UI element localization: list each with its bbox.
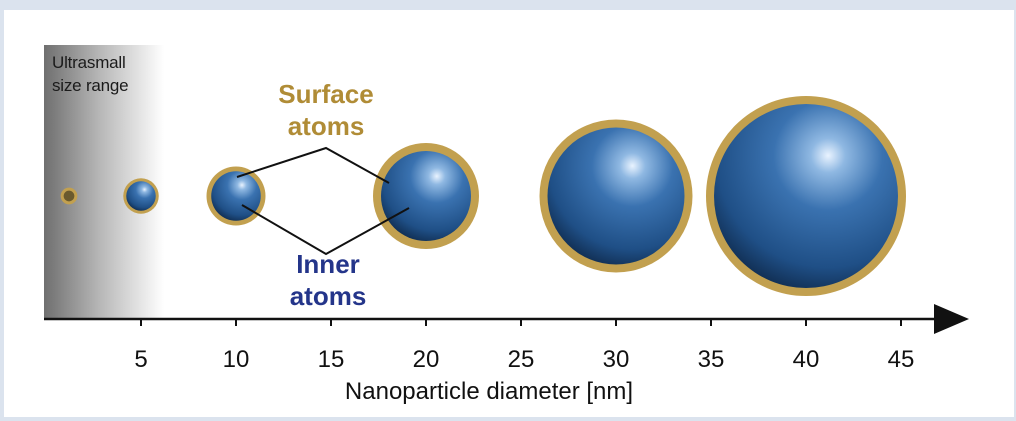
inner-atom-core xyxy=(126,181,156,211)
inner-atom-core xyxy=(211,171,261,221)
x-tick-label: 10 xyxy=(222,346,250,373)
inner-atoms-label-line2: atoms xyxy=(289,281,367,311)
inner-atom-core xyxy=(547,127,685,265)
inner-atom-core xyxy=(714,104,898,288)
x-tick-label: 15 xyxy=(317,346,345,373)
inner-callout-line xyxy=(241,204,410,256)
inner-atoms-label-line1: Inner xyxy=(296,249,360,279)
particle-30nm xyxy=(539,119,693,273)
particle-10nm xyxy=(206,166,266,226)
particle-1nm xyxy=(60,187,78,205)
x-tick-label: 25 xyxy=(507,346,535,373)
surface-atoms-label-line2: atoms xyxy=(287,111,365,141)
inner-atom-core xyxy=(381,151,471,241)
x-axis-tick-marks xyxy=(140,319,902,326)
ultrasmall-label-line2: size range xyxy=(52,76,129,95)
particle-20nm xyxy=(373,143,479,249)
inner-atom-core xyxy=(63,190,75,202)
nanoparticle-size-diagram xyxy=(44,45,969,334)
x-tick-label: 5 xyxy=(134,346,148,373)
ultrasmall-label-line1: Ultrasmall xyxy=(52,53,126,72)
particles xyxy=(60,96,906,296)
x-tick-label: 30 xyxy=(602,346,630,373)
x-tick-label: 20 xyxy=(412,346,440,373)
surface-callout-line xyxy=(236,146,390,184)
x-tick-label: 45 xyxy=(887,346,915,373)
particle-5nm xyxy=(123,178,159,214)
particle-40nm xyxy=(706,96,906,296)
x-tick-label: 40 xyxy=(792,346,820,373)
x-tick-label: 35 xyxy=(697,346,725,373)
surface-atoms-label-line1: Surface xyxy=(278,79,374,109)
x-axis-title: Nanoparticle diameter [nm] xyxy=(344,378,634,405)
